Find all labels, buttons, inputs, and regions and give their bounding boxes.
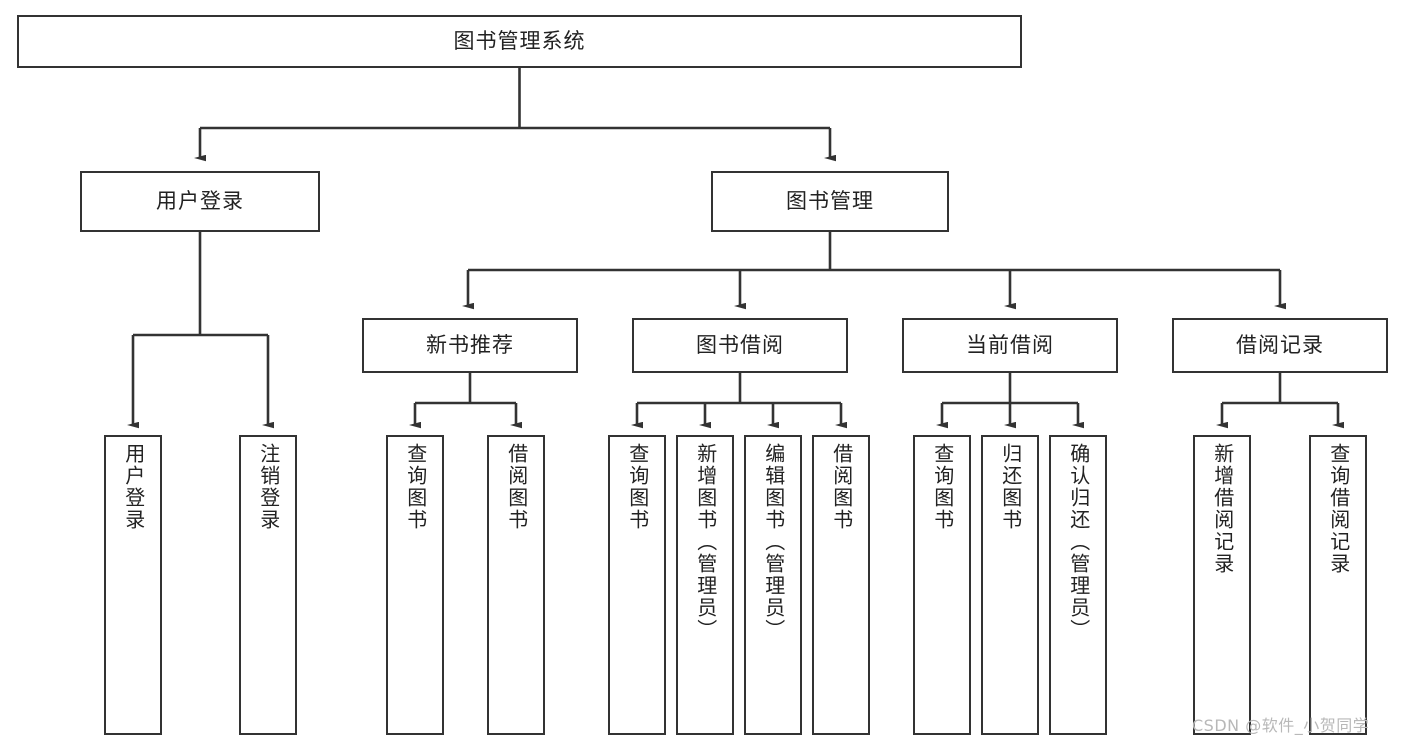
leaf-label: 归还图书 bbox=[998, 443, 1023, 531]
leaf-borrow-record-query[interactable]: 查询借阅记录 bbox=[1309, 435, 1367, 735]
csdn-watermark: CSDN @软件_小贺同学 bbox=[1192, 716, 1370, 735]
node-label: 图书管理 bbox=[786, 189, 874, 213]
leaf-label: 查询图书 bbox=[403, 443, 428, 531]
leaf-label: 查询借阅记录 bbox=[1326, 443, 1351, 575]
node-label: 借阅记录 bbox=[1236, 333, 1324, 357]
leaf-label: 查询图书 bbox=[930, 443, 955, 531]
node-borrow-record[interactable]: 借阅记录 bbox=[1172, 318, 1388, 373]
node-new-book-recommend[interactable]: 新书推荐 bbox=[362, 318, 578, 373]
leaf-book-borrow-edit[interactable]: 编辑图书（管理员） bbox=[744, 435, 802, 735]
node-root-library-system[interactable]: 图书管理系统 bbox=[17, 15, 1022, 68]
node-label: 图书借阅 bbox=[696, 333, 784, 357]
leaf-label: 用户登录 bbox=[121, 443, 146, 531]
leaf-label: 新增图书（管理员） bbox=[693, 443, 718, 641]
leaf-user-login-signout[interactable]: 注销登录 bbox=[239, 435, 297, 735]
node-label: 新书推荐 bbox=[426, 333, 514, 357]
node-label: 用户登录 bbox=[156, 189, 244, 213]
node-book-borrow[interactable]: 图书借阅 bbox=[632, 318, 848, 373]
leaf-label: 新增借阅记录 bbox=[1210, 443, 1235, 575]
node-book-management[interactable]: 图书管理 bbox=[711, 171, 949, 232]
leaf-label: 编辑图书（管理员） bbox=[761, 443, 786, 641]
node-label: 当前借阅 bbox=[966, 333, 1054, 357]
leaf-label: 确认归还（管理员） bbox=[1066, 443, 1091, 641]
leaf-label: 借阅图书 bbox=[829, 443, 854, 531]
leaf-new-book-borrow[interactable]: 借阅图书 bbox=[487, 435, 545, 735]
leaf-label: 注销登录 bbox=[256, 443, 281, 531]
leaf-book-borrow-borrow[interactable]: 借阅图书 bbox=[812, 435, 870, 735]
node-user-login[interactable]: 用户登录 bbox=[80, 171, 320, 232]
leaf-new-book-query[interactable]: 查询图书 bbox=[386, 435, 444, 735]
leaf-current-borrow-query[interactable]: 查询图书 bbox=[913, 435, 971, 735]
leaf-label: 借阅图书 bbox=[504, 443, 529, 531]
node-label: 图书管理系统 bbox=[453, 29, 586, 53]
leaf-user-login-signin[interactable]: 用户登录 bbox=[104, 435, 162, 735]
leaf-current-borrow-return[interactable]: 归还图书 bbox=[981, 435, 1039, 735]
leaf-label: 查询图书 bbox=[625, 443, 650, 531]
leaf-book-borrow-add[interactable]: 新增图书（管理员） bbox=[676, 435, 734, 735]
node-current-borrow[interactable]: 当前借阅 bbox=[902, 318, 1118, 373]
leaf-borrow-record-add[interactable]: 新增借阅记录 bbox=[1193, 435, 1251, 735]
leaf-current-borrow-confirm-return[interactable]: 确认归还（管理员） bbox=[1049, 435, 1107, 735]
leaf-book-borrow-query[interactable]: 查询图书 bbox=[608, 435, 666, 735]
